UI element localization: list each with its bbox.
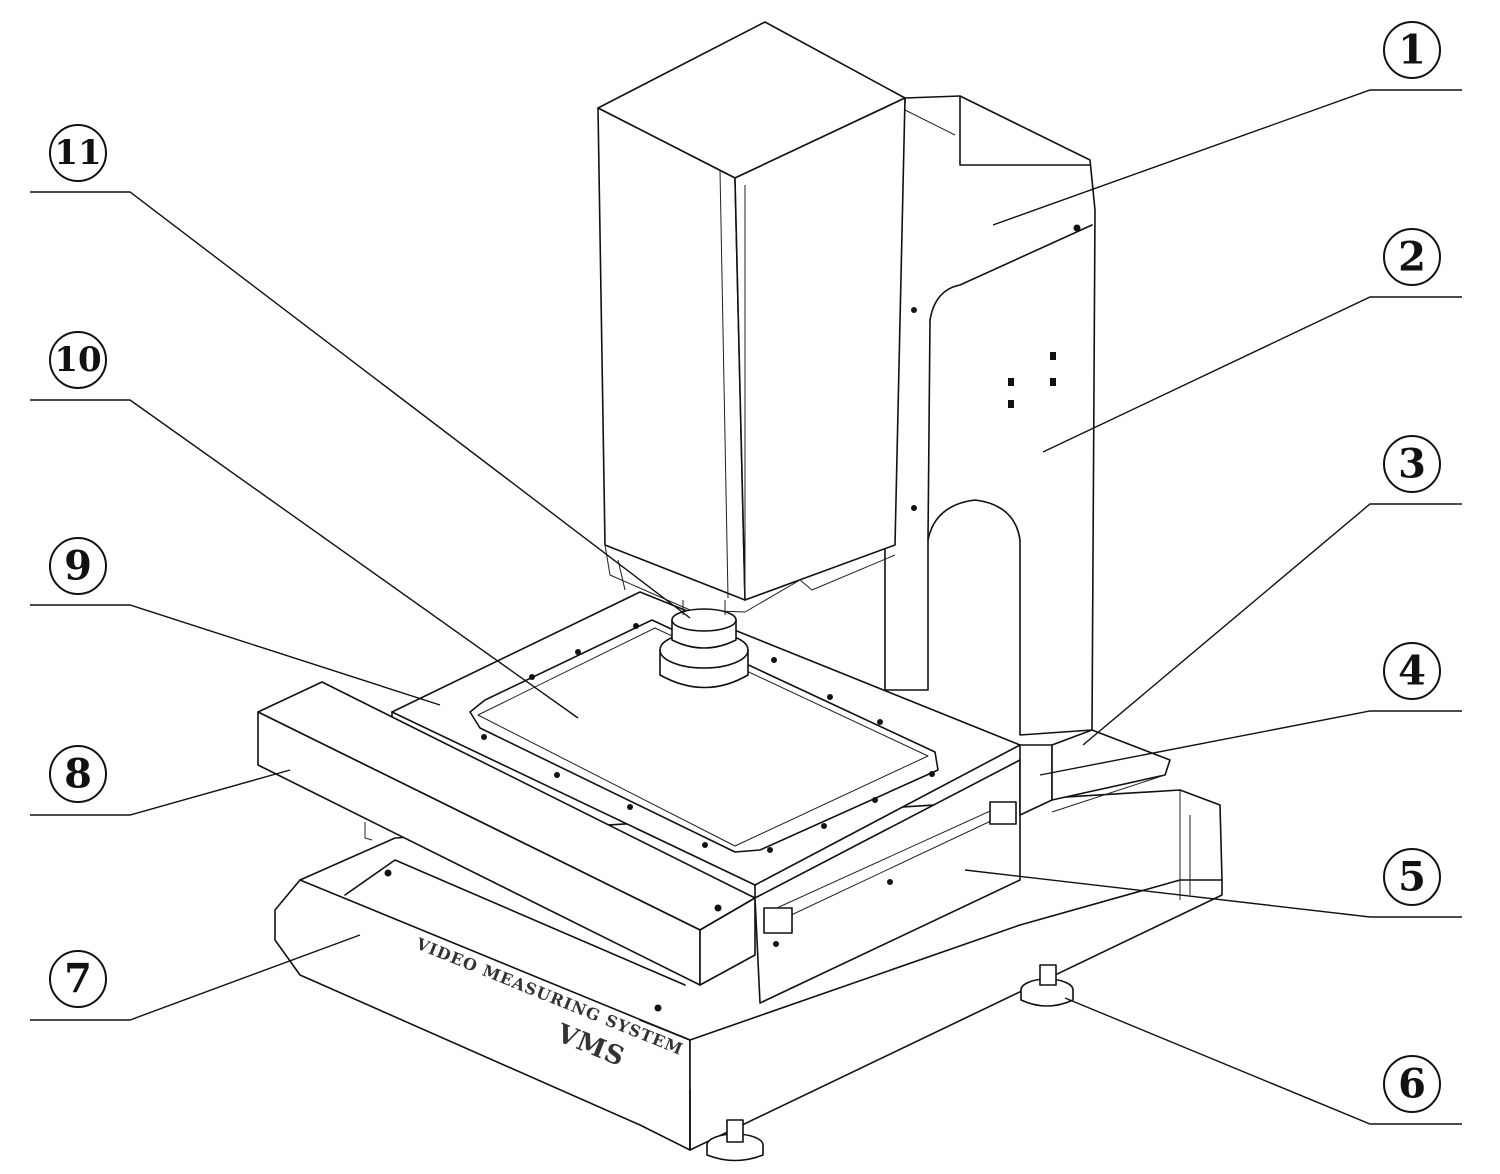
adjustable-feet	[706, 964, 1074, 1162]
callout-5: 5	[1383, 848, 1441, 906]
callout-label-4: 4	[1398, 648, 1426, 695]
callout-label-8: 8	[64, 751, 92, 798]
callout-1: 1	[1383, 21, 1441, 79]
callout-9: 9	[49, 537, 107, 595]
callout-label-1: 1	[1398, 27, 1426, 74]
callout-8: 8	[49, 745, 107, 803]
callout-label-10: 10	[54, 340, 101, 380]
column	[884, 95, 1096, 736]
callout-3: 3	[1383, 435, 1441, 493]
callout-label-3: 3	[1398, 441, 1426, 488]
objective-lens	[659, 600, 749, 689]
callout-label-5: 5	[1398, 854, 1426, 901]
callout-10: 10	[49, 331, 107, 389]
callout-2: 2	[1383, 228, 1441, 286]
x-axis-guide	[257, 681, 1053, 1004]
callout-label-6: 6	[1398, 1061, 1426, 1108]
callout-7: 7	[49, 950, 107, 1008]
callout-label-11: 11	[54, 133, 101, 173]
z-axis-head	[597, 21, 906, 613]
callout-label-2: 2	[1398, 234, 1426, 281]
callout-label-7: 7	[64, 956, 92, 1003]
callout-6: 6	[1383, 1055, 1441, 1113]
y-axis-carriage	[1051, 729, 1171, 813]
callout-11: 11	[49, 124, 107, 182]
leader-lines	[30, 89, 1462, 1125]
callout-label-9: 9	[64, 543, 92, 590]
callout-4: 4	[1383, 642, 1441, 700]
